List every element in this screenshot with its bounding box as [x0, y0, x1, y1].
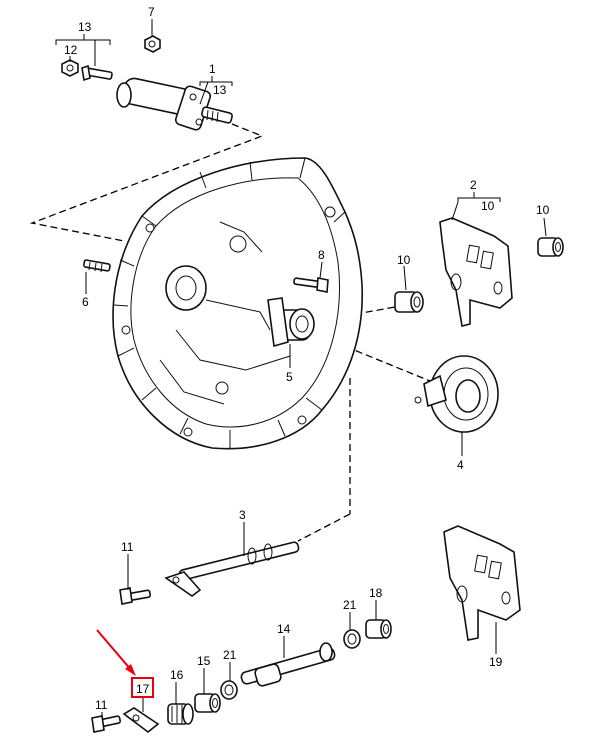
part-7-nut — [144, 35, 161, 53]
part-11-bolt-lower — [91, 715, 122, 733]
part-2-release-fork — [439, 217, 513, 327]
label-part-13-top: 13 — [78, 20, 92, 34]
part-12-nut-and-bolt — [61, 59, 113, 82]
part-8-bolt — [293, 277, 329, 293]
part-16-needle-bearing — [167, 703, 194, 725]
label-part-21-right: 21 — [343, 598, 357, 612]
slave-cylinder-part — [116, 77, 233, 131]
label-part-3: 3 — [239, 508, 246, 522]
label-part-10-mid: 10 — [397, 253, 411, 267]
part-19-release-fork — [443, 525, 521, 641]
part-10-bushing-right — [537, 237, 564, 257]
highlight-box-part-17 — [131, 677, 154, 698]
part-4-release-bearing — [414, 355, 499, 433]
label-part-13-bracket: 13 — [213, 83, 227, 97]
part-11-bolt-upper — [119, 587, 151, 605]
label-part-15: 15 — [197, 654, 211, 668]
label-part-19: 19 — [489, 655, 503, 669]
part-21-ring-left — [220, 680, 238, 700]
label-part-5: 5 — [286, 370, 293, 384]
label-part-2: 2 — [470, 178, 477, 192]
label-part-10-right: 10 — [536, 203, 550, 217]
part-18-bushing — [365, 619, 392, 639]
part-10-bushing-mid — [394, 291, 424, 313]
part-15-bushing — [194, 693, 221, 713]
label-part-7: 7 — [148, 5, 155, 19]
label-part-4: 4 — [457, 458, 464, 472]
label-part-1: 1 — [209, 62, 216, 76]
label-part-10-bracket: 10 — [481, 199, 495, 213]
part-5-guide-sleeve — [267, 297, 315, 348]
highlight-arrow — [96, 629, 136, 676]
part-17-plate — [122, 707, 160, 734]
part-3-release-shaft — [164, 541, 300, 597]
label-part-11-lower: 11 — [95, 698, 108, 712]
part-14-shaft — [240, 642, 336, 687]
part-labels: 13 12 7 1 13 2 10 10 10 8 6 5 4 3 11 19 … — [64, 5, 550, 712]
label-part-11-upper: 11 — [121, 540, 134, 554]
label-part-17: 17 — [136, 682, 150, 696]
part-21-ring-right — [343, 629, 361, 649]
leader-lines — [55, 19, 547, 718]
label-part-12: 12 — [64, 43, 78, 57]
clutch-housing — [112, 157, 364, 450]
part-6-stud — [83, 259, 111, 273]
label-part-21-left: 21 — [223, 648, 237, 662]
label-part-6: 6 — [82, 295, 89, 309]
label-part-14: 14 — [277, 622, 291, 636]
label-part-16: 16 — [170, 668, 184, 682]
label-part-8: 8 — [318, 248, 325, 262]
label-part-18: 18 — [369, 586, 383, 600]
